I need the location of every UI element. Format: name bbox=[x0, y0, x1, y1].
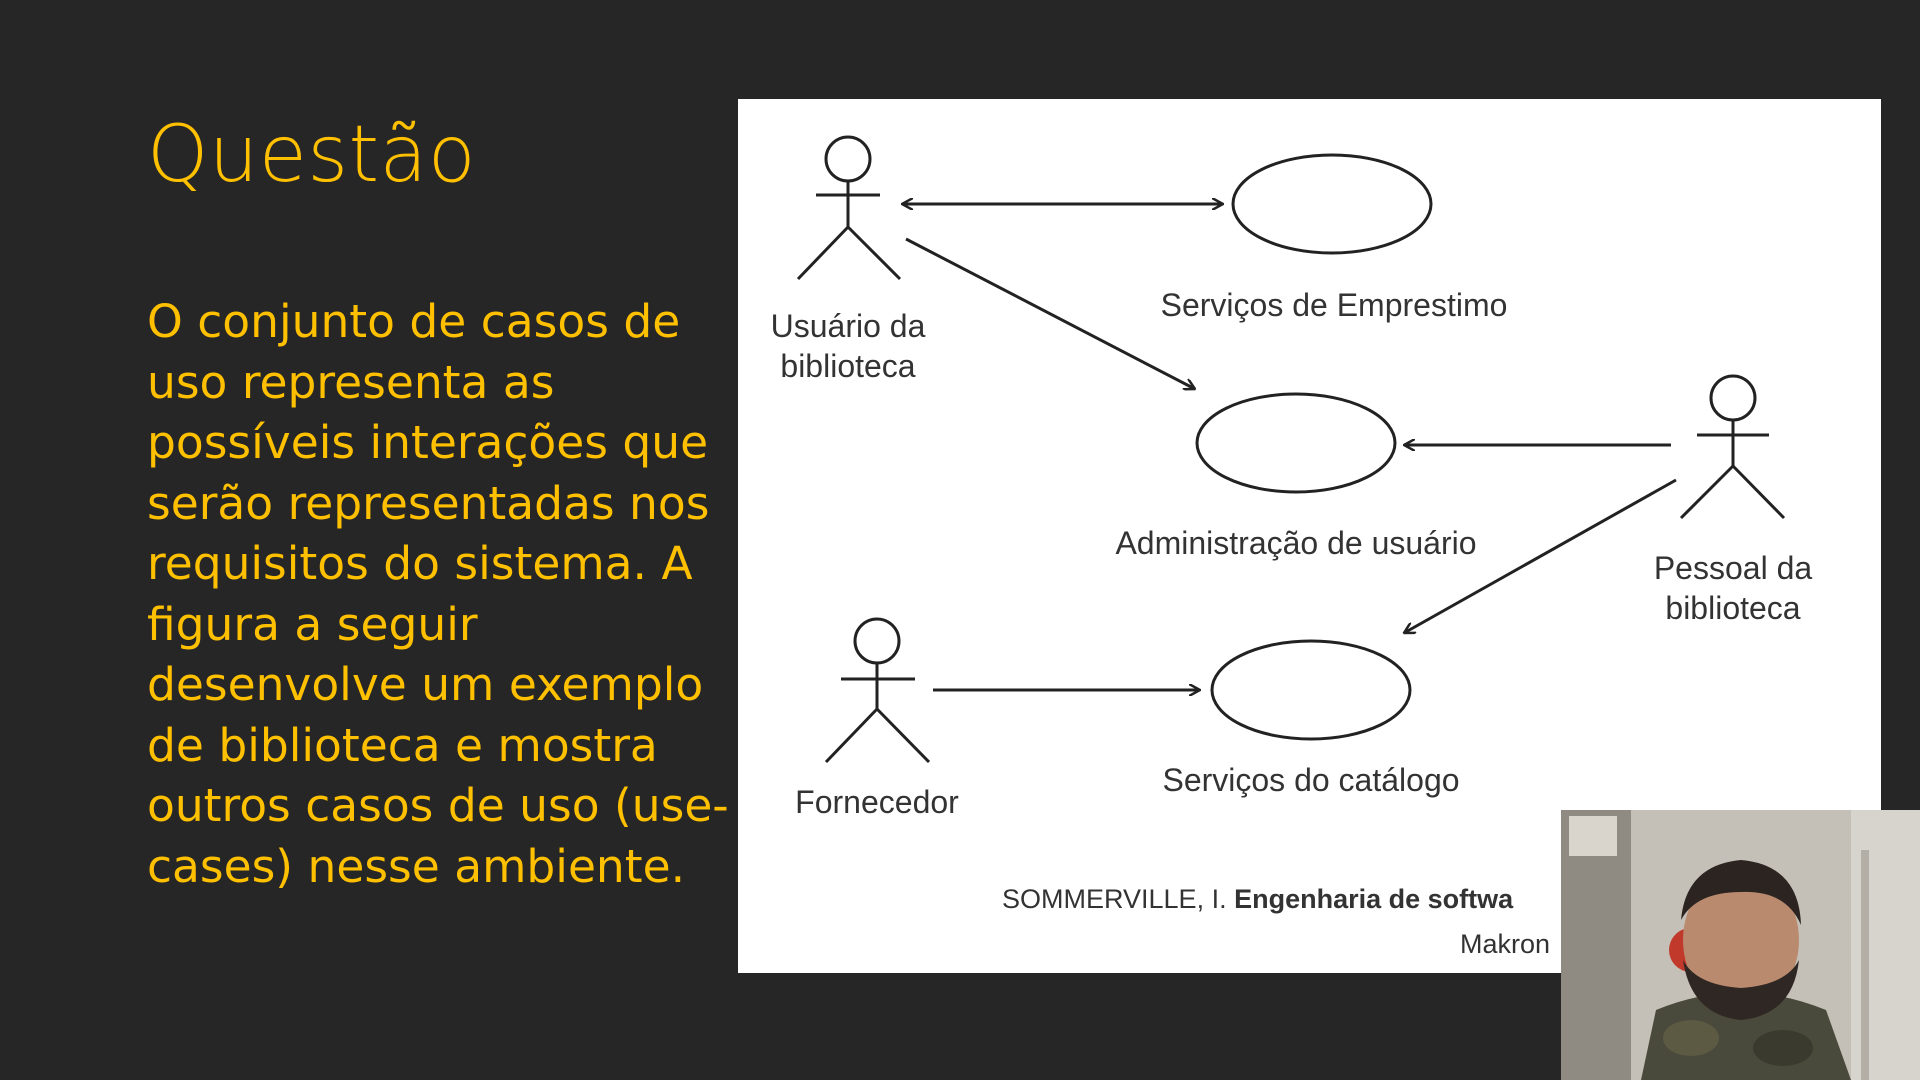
association-staff-catalog bbox=[1404, 478, 1677, 635]
use-case-diagram-figure: Usuário da biblioteca Serviços de Empres… bbox=[738, 99, 1881, 973]
actor-library-staff-label: Pessoal da bbox=[1654, 550, 1813, 586]
citation-publisher: Makron bbox=[1460, 929, 1550, 959]
citation-title: Engenharia de softwa bbox=[1234, 884, 1514, 914]
actor-library-staff-label-line2: biblioteca bbox=[1665, 590, 1800, 626]
association-user-admin bbox=[905, 237, 1195, 389]
actor-library-user-label-line2: biblioteca bbox=[780, 348, 915, 384]
use-case-catalog-ellipse bbox=[1210, 639, 1412, 741]
webcam-overlay bbox=[1561, 810, 1920, 1080]
citation-line: SOMMERVILLE, I. Engenharia de softwa bbox=[1002, 884, 1514, 914]
use-case-user-admin-label: Administração de usuário bbox=[1115, 525, 1476, 561]
actor-library-user-figure bbox=[796, 135, 902, 281]
slide-body-text: O conjunto de casos de uso representa as… bbox=[147, 295, 729, 893]
use-case-lending-label: Serviços de Emprestimo bbox=[1161, 287, 1508, 323]
use-case-lending-ellipse bbox=[1231, 153, 1433, 255]
use-case-diagram: Usuário da biblioteca Serviços de Empres… bbox=[771, 135, 1813, 959]
actor-supplier-label: Fornecedor bbox=[795, 784, 959, 820]
actor-library-user-label: Usuário da bbox=[771, 308, 926, 344]
use-case-user-admin-ellipse bbox=[1195, 392, 1397, 494]
actor-library-staff-figure bbox=[1679, 374, 1786, 520]
actor-supplier-figure bbox=[824, 617, 931, 764]
presenter-video bbox=[1561, 810, 1920, 1080]
citation-author: SOMMERVILLE, I. bbox=[1002, 884, 1227, 914]
use-case-catalog-label: Serviços do catálogo bbox=[1162, 762, 1459, 798]
slide-title: Questão bbox=[147, 110, 477, 200]
